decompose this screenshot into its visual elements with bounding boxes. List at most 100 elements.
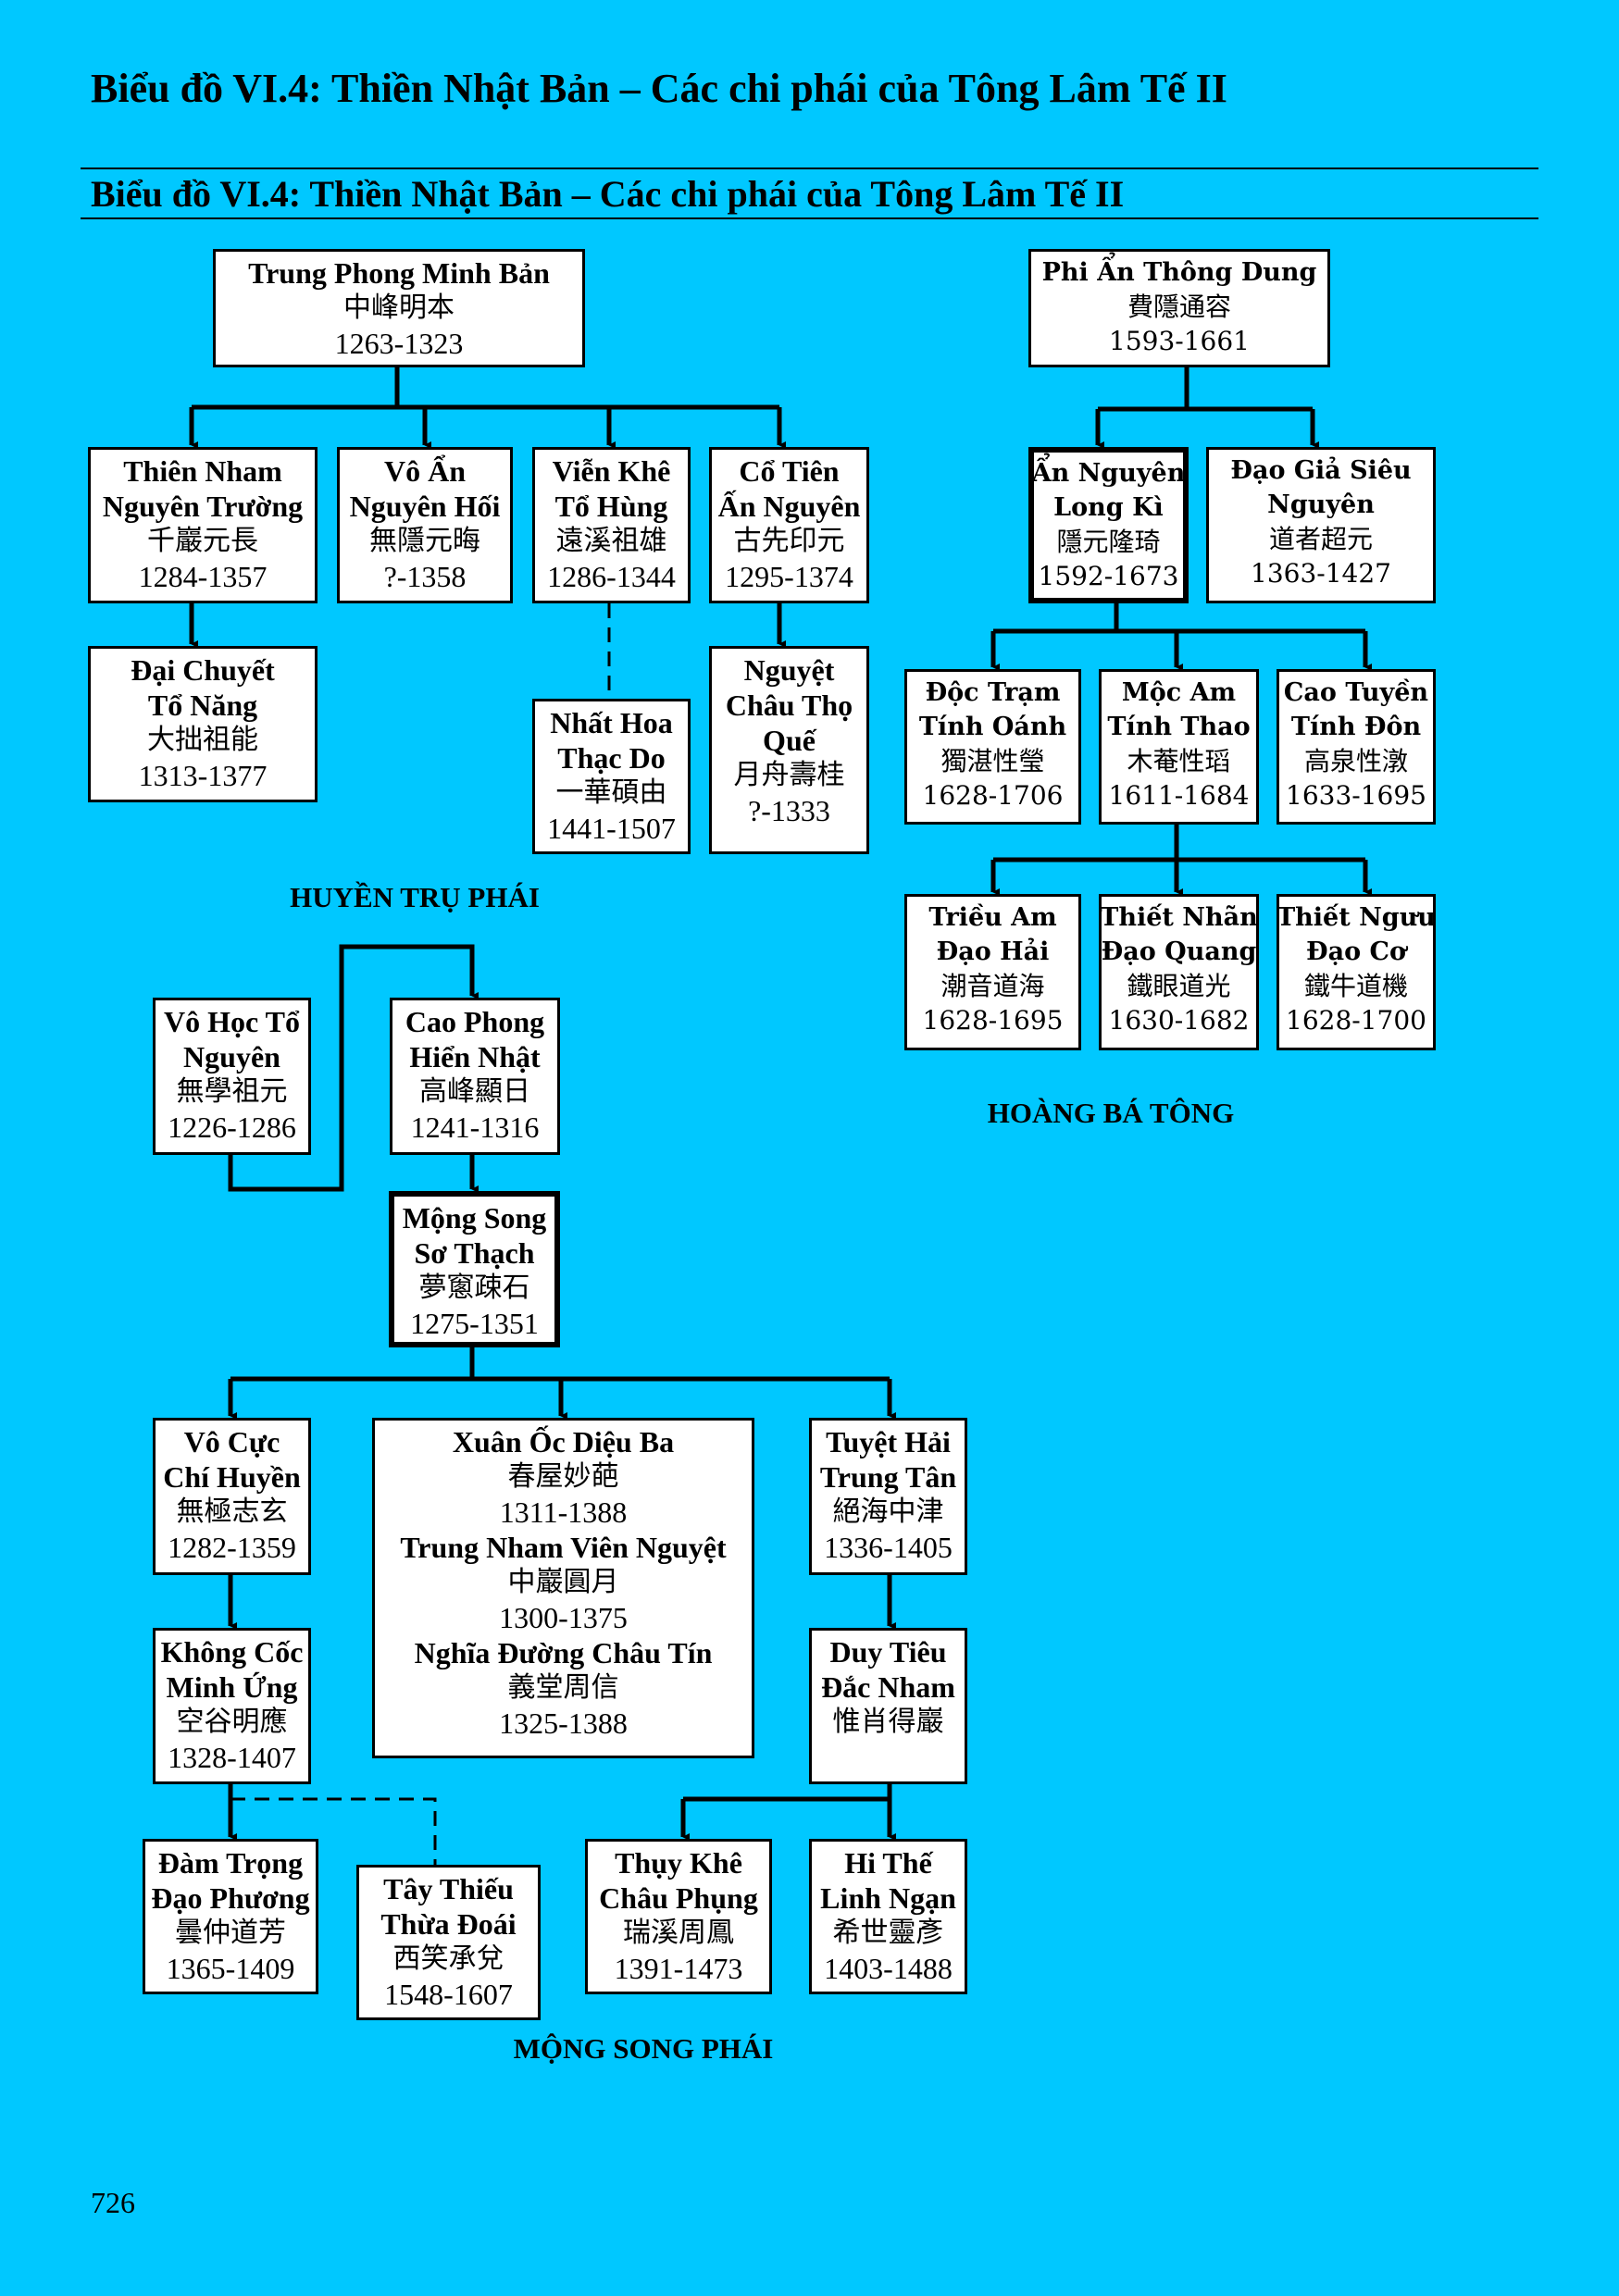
- hanzi-name: 曇仲道芳: [175, 1917, 286, 1948]
- person-name: Cao Tuyền: [1283, 678, 1429, 707]
- group-label-huyen-tru: HUYỀN TRỤ PHÁI: [290, 881, 540, 913]
- life-years: 1300-1375: [499, 1601, 628, 1634]
- person-name: Minh Ứng: [166, 1670, 298, 1704]
- life-years: 1611-1684: [1108, 780, 1250, 811]
- person-name: Tính Thao: [1107, 713, 1251, 741]
- person-name: Đạo Quang: [1101, 937, 1257, 966]
- person-name: Vô Ẩn: [383, 454, 466, 488]
- hanzi-name: 義堂周信: [507, 1672, 619, 1703]
- person-name: Cổ Tiên: [739, 454, 840, 488]
- person-name: Xuân Ốc Diệu Ba: [452, 1425, 675, 1458]
- life-years: 1363-1427: [1251, 558, 1391, 589]
- hanzi-name: 月舟壽桂: [733, 760, 845, 790]
- group-label-hoang-ba: HOÀNG BÁ TÔNG: [987, 1097, 1235, 1129]
- life-years: 1336-1405: [824, 1531, 953, 1564]
- person-name: Đại Chuyết: [131, 653, 275, 687]
- person-name: Nguyên: [1267, 490, 1375, 519]
- life-years: 1391-1473: [614, 1952, 743, 1985]
- hanzi-name: 夢窻疎石: [418, 1272, 530, 1303]
- person-name: Trung Phong Minh Bản: [248, 256, 550, 290]
- hanzi-name: 中巖圓月: [507, 1567, 619, 1597]
- person-name: Nguyên Hối: [349, 490, 501, 523]
- life-years: 1263-1323: [334, 327, 464, 360]
- hanzi-name: 隱元隆琦: [1056, 527, 1161, 557]
- person-name: Long Kì: [1053, 493, 1164, 522]
- person-name: Hi Thế: [844, 1846, 932, 1880]
- hanzi-name: 春屋妙葩: [507, 1461, 619, 1492]
- page-number: 726: [91, 2186, 135, 2219]
- person-name: Quế: [763, 724, 816, 757]
- person-name: Tuyệt Hải: [826, 1425, 951, 1458]
- life-years: 1548-1607: [384, 1978, 513, 2011]
- hanzi-name: 瑞溪周鳳: [623, 1917, 734, 1948]
- life-years: ?-1333: [748, 794, 830, 827]
- person-name: Đạo Hải: [936, 937, 1050, 966]
- life-years: 1441-1507: [547, 812, 676, 845]
- life-years: 1275-1351: [410, 1307, 539, 1340]
- person-name: Hiển Nhật: [409, 1040, 541, 1074]
- person-name: Trung Tân: [819, 1460, 957, 1494]
- hanzi-name: 道者超元: [1268, 524, 1373, 554]
- person-name: Không Cốc: [160, 1635, 304, 1669]
- person-name: Duy Tiêu: [829, 1635, 947, 1669]
- life-years: 1241-1316: [410, 1111, 540, 1144]
- person-name: Đạo Giả Siêu: [1230, 456, 1412, 485]
- life-years: 1226-1286: [168, 1111, 296, 1144]
- person-name: Mộng Song: [402, 1201, 547, 1235]
- life-years: 1325-1388: [499, 1706, 628, 1740]
- hanzi-name: 獨湛性瑩: [940, 746, 1045, 776]
- life-years: 1311-1388: [499, 1496, 628, 1529]
- life-years: 1328-1407: [168, 1741, 296, 1774]
- life-years: 1628-1700: [1286, 1005, 1426, 1036]
- group-label-mong-song: MỘNG SONG PHÁI: [513, 2032, 774, 2065]
- person-name: Độc Trạm: [925, 678, 1061, 707]
- person-name: Đạo Phương: [151, 1881, 310, 1915]
- life-years: 1365-1409: [166, 1952, 295, 1985]
- person-name: Thiết Ngưu: [1277, 903, 1436, 932]
- person-name: Vô Cực: [183, 1425, 280, 1458]
- person-name: Nghĩa Đường Châu Tín: [414, 1636, 713, 1669]
- life-years: 1295-1374: [725, 560, 853, 593]
- person-name: Thừa Đoái: [380, 1907, 517, 1941]
- life-years: 1282-1359: [168, 1531, 296, 1564]
- life-years: 1313-1377: [138, 759, 268, 792]
- life-years: 1286-1344: [547, 560, 676, 593]
- life-years: 1633-1695: [1286, 780, 1426, 811]
- chart-title: Biểu đồ VI.4: Thiền Nhật Bản – Các chi p…: [91, 173, 1125, 215]
- person-name: Thạc Do: [557, 741, 666, 775]
- person-name: Nguyên Trường: [102, 490, 304, 523]
- person-name: Châu Phụng: [599, 1881, 758, 1915]
- person-name: Nguyệt: [743, 653, 835, 687]
- person-name: Tổ Hùng: [554, 490, 668, 523]
- hanzi-name: 高峰顯日: [419, 1076, 530, 1107]
- person-name: Viễn Khê: [552, 454, 671, 488]
- person-name: Trung Nham Viên Nguyệt: [400, 1531, 727, 1564]
- person-name: Nguyên: [183, 1040, 280, 1074]
- hanzi-name: 鐵眼道光: [1127, 971, 1231, 1001]
- person-name: Thiên Nham: [123, 454, 282, 488]
- hanzi-name: 鐵牛道機: [1303, 971, 1408, 1001]
- arrow-connector: [228, 944, 479, 1192]
- person-name: Vô Học Tổ: [164, 1005, 300, 1038]
- life-years: 1284-1357: [138, 560, 268, 593]
- person-name: Ẩn Nguyên: [1031, 459, 1186, 488]
- person-name: Tính Đôn: [1290, 713, 1422, 741]
- divider: [81, 217, 1538, 219]
- person-name: Tây Thiếu: [383, 1872, 514, 1905]
